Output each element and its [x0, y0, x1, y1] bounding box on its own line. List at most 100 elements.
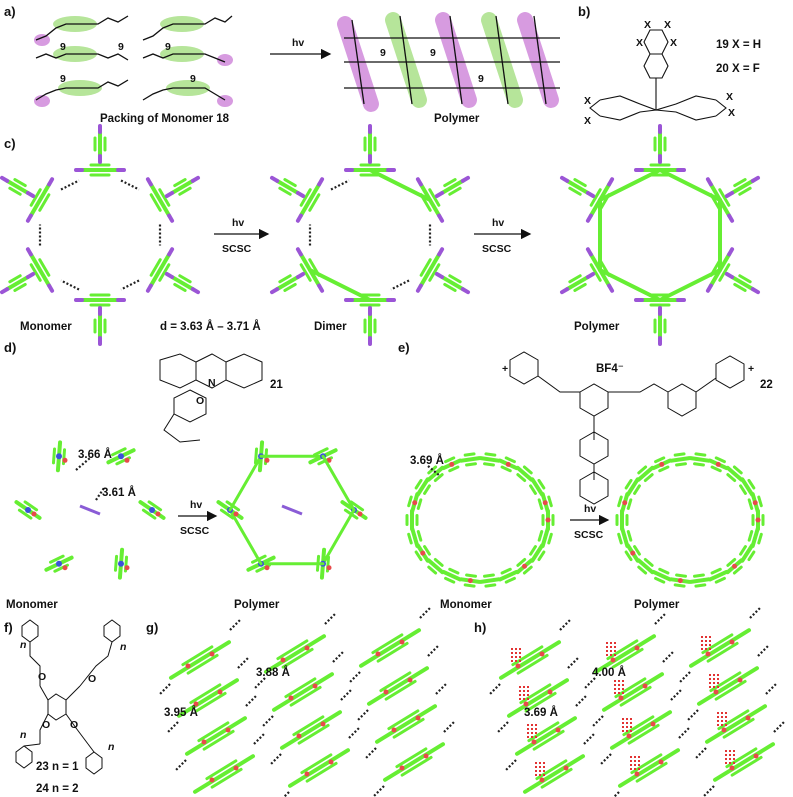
oxygen-atom — [304, 645, 310, 651]
bond-stick — [375, 704, 437, 744]
bond-stick — [275, 178, 300, 195]
n-subscript: n — [20, 639, 26, 651]
bond-stick — [718, 263, 731, 282]
bond-stick — [300, 753, 333, 775]
bond-stick — [585, 272, 596, 280]
x-label: X — [670, 37, 677, 49]
bond-stick — [484, 583, 497, 588]
bond-stick — [516, 653, 549, 675]
subscript-9: 9 — [478, 73, 484, 85]
contact-dash — [427, 465, 441, 477]
c-monomer-crystal — [0, 124, 201, 346]
oxygen-atom — [721, 727, 727, 733]
panel-c-label: c) — [4, 136, 16, 151]
bond-stick — [705, 177, 713, 187]
d-polymer-crystal — [216, 440, 368, 580]
bond-stick — [614, 677, 647, 699]
nitrogen-atom — [118, 560, 124, 567]
bond-stick — [419, 258, 432, 277]
oxygen-atom — [320, 721, 326, 727]
bond-stick — [688, 456, 711, 463]
bond-stick — [371, 633, 404, 655]
contact-dash — [773, 721, 785, 733]
bond-stick — [727, 247, 735, 257]
bond-stick — [8, 186, 22, 196]
bond-stick — [747, 550, 756, 562]
bond-stick — [624, 550, 633, 562]
bond-stick — [714, 456, 726, 464]
bond-stick — [658, 567, 670, 575]
bond-stick — [705, 704, 767, 744]
oxygen-atom — [62, 565, 68, 571]
bond-stick — [547, 495, 553, 508]
bond-stick — [299, 188, 312, 207]
nitrogen-atom — [56, 560, 62, 567]
bond-stick — [673, 583, 686, 588]
oxygen-atom — [304, 771, 310, 777]
oxygen-atom — [715, 461, 721, 467]
bond-stick — [437, 247, 445, 257]
bond-stick — [633, 545, 641, 556]
bond-stick — [607, 283, 615, 293]
oxygen-atom — [264, 457, 270, 463]
oxygen-atom — [264, 565, 270, 571]
oxygen-atom — [233, 765, 239, 771]
c-polymer-crystal — [559, 124, 761, 346]
bond-stick — [689, 628, 751, 668]
bond-stick — [602, 672, 664, 712]
bond-stick — [633, 484, 641, 495]
contact-dash — [60, 179, 80, 191]
bond-stick — [441, 569, 462, 582]
purple-highlight — [217, 54, 233, 66]
contact-dash — [175, 759, 187, 771]
oxygen-atom — [650, 721, 656, 727]
purple-highlight — [34, 34, 50, 46]
bond-stick — [713, 742, 775, 782]
bond-stick — [725, 465, 744, 482]
subscript-9: 9 — [118, 41, 124, 53]
bond-stick — [722, 717, 755, 739]
x-label: X — [726, 91, 733, 103]
compound-21-label: 21 — [270, 379, 283, 391]
panel-b: b) X X X X X X X X 19 X = H 20 X = F — [578, 4, 761, 127]
oxygen-atom — [618, 695, 624, 701]
bond-stick — [607, 177, 615, 187]
bond-stick — [289, 685, 322, 707]
bond-stick — [624, 478, 633, 490]
contact-dash — [167, 721, 179, 733]
bond-stick — [185, 716, 247, 756]
bond-stick — [673, 452, 686, 457]
arrow-label-hv: hv — [584, 503, 596, 515]
bond-stick — [423, 484, 431, 495]
oxygen-atom — [185, 663, 191, 669]
bond-stick — [627, 723, 660, 745]
oxygen-atom — [634, 645, 640, 651]
panel-b-label: b) — [578, 4, 590, 19]
panel-e-label: e) — [398, 340, 410, 355]
bond-stick — [619, 685, 652, 707]
subscript-9: 9 — [60, 73, 66, 85]
bond-stick — [740, 543, 755, 563]
oxygen-atom — [217, 689, 223, 695]
oxygen-atom — [729, 765, 735, 771]
arrow-label-hv: hv — [292, 37, 304, 49]
bond-stick — [750, 175, 761, 183]
contact-dash — [254, 677, 266, 689]
bond-stick — [178, 274, 192, 284]
contact-dash — [559, 619, 571, 631]
bond-stick — [387, 709, 420, 731]
bond-stick — [426, 558, 445, 575]
oxygen-atom — [209, 777, 215, 783]
oxygen-atom — [415, 715, 421, 721]
bond-stick — [149, 193, 162, 212]
bond-stick — [410, 526, 420, 548]
oxygen-atom — [658, 759, 664, 765]
bond-stick — [585, 213, 593, 223]
bond-stick — [747, 498, 754, 510]
oxygen-atom — [555, 727, 561, 733]
compound-20-label: 20 X = F — [716, 63, 760, 75]
oxygen-atom — [755, 517, 761, 523]
bond-stick — [537, 530, 544, 542]
bond-stick — [13, 282, 27, 292]
bond-stick — [484, 452, 497, 457]
